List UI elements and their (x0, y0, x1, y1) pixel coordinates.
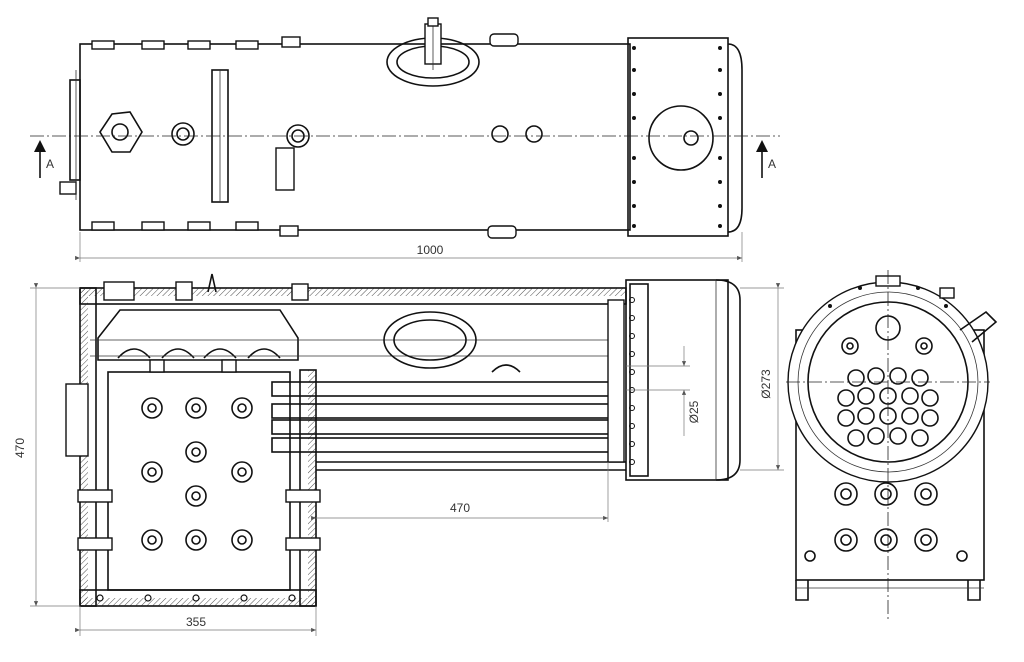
dim-shell-diameter: Ø273 (759, 369, 773, 399)
firebox-stays (141, 397, 253, 551)
steam-dome (386, 17, 480, 87)
end-view-stays (834, 482, 938, 552)
boiler-tubes (90, 339, 620, 453)
top-view: A A (30, 17, 780, 239)
dim-overall-length: 1000 (417, 243, 444, 257)
section-arrow-left: A (34, 140, 54, 178)
dim-tube-length: 470 (450, 501, 470, 515)
section-arrow-right: A (756, 140, 776, 178)
dim-tube-diameter: Ø25 (687, 400, 701, 423)
dimensions: 1000 470 470 355 Ø25 Ø273 (13, 232, 784, 636)
section-label-right: A (768, 157, 776, 171)
end-view-tubes (837, 367, 939, 447)
section-label-left: A (46, 157, 54, 171)
dim-firebox-width: 355 (186, 615, 206, 629)
smokebox-door (632, 46, 722, 228)
dim-height: 470 (13, 438, 27, 458)
section-view (65, 273, 741, 607)
end-view (786, 270, 998, 620)
top-tabs (91, 33, 519, 239)
